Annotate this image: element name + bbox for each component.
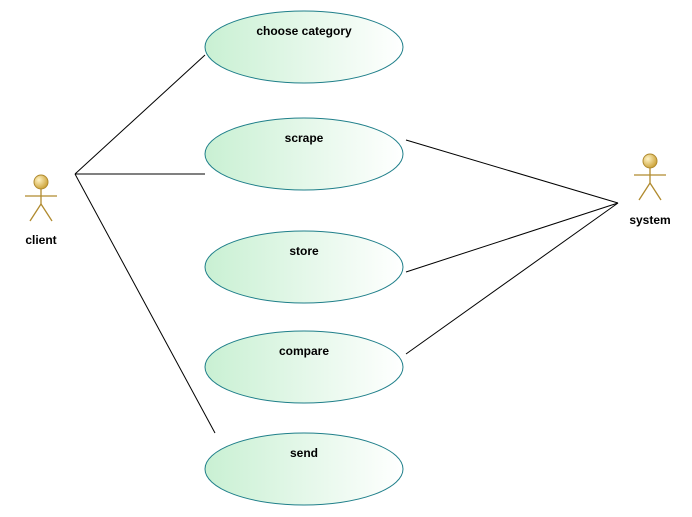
use-case-ellipse[interactable] xyxy=(204,10,404,84)
use-case-send[interactable]: send xyxy=(204,432,404,506)
association-system-store xyxy=(405,202,619,273)
actor-client[interactable]: client xyxy=(25,174,57,247)
use-case-label: compare xyxy=(279,344,329,358)
actor-right-leg xyxy=(649,182,662,201)
use-case-label: send xyxy=(290,446,318,460)
actor-label: system xyxy=(629,213,670,227)
use-case-ellipse[interactable] xyxy=(204,432,404,506)
use-case-ellipse[interactable] xyxy=(204,330,404,404)
actor-left-leg xyxy=(29,203,42,222)
actor-head xyxy=(642,153,658,169)
actor-left-leg xyxy=(638,182,651,201)
use-case-scrape[interactable]: scrape xyxy=(204,117,404,191)
association-client-send xyxy=(74,173,216,434)
actor-head xyxy=(33,174,49,190)
use-case-compare[interactable]: compare xyxy=(204,330,404,404)
use-case-choose-category[interactable]: choose category xyxy=(204,10,404,84)
actor-label: client xyxy=(25,233,56,247)
use-case-label: choose category xyxy=(256,24,352,38)
use-case-label: scrape xyxy=(285,131,324,145)
actor-system[interactable]: system xyxy=(629,153,671,227)
actor-figure-icon xyxy=(25,174,57,222)
actor-right-leg xyxy=(40,203,53,222)
use-case-store[interactable]: store xyxy=(204,230,404,304)
actors: client system xyxy=(25,153,671,247)
use-case-ellipse[interactable] xyxy=(204,117,404,191)
use-case-label: store xyxy=(289,244,319,258)
association-system-scrape xyxy=(405,139,619,204)
use-case-ellipse[interactable] xyxy=(204,230,404,304)
use-cases: choose category scrape store compare send xyxy=(204,10,404,506)
actor-figure-icon xyxy=(634,153,666,201)
association-lines xyxy=(74,54,619,434)
association-system-compare xyxy=(405,202,619,355)
association-client-choose-category xyxy=(74,54,206,175)
